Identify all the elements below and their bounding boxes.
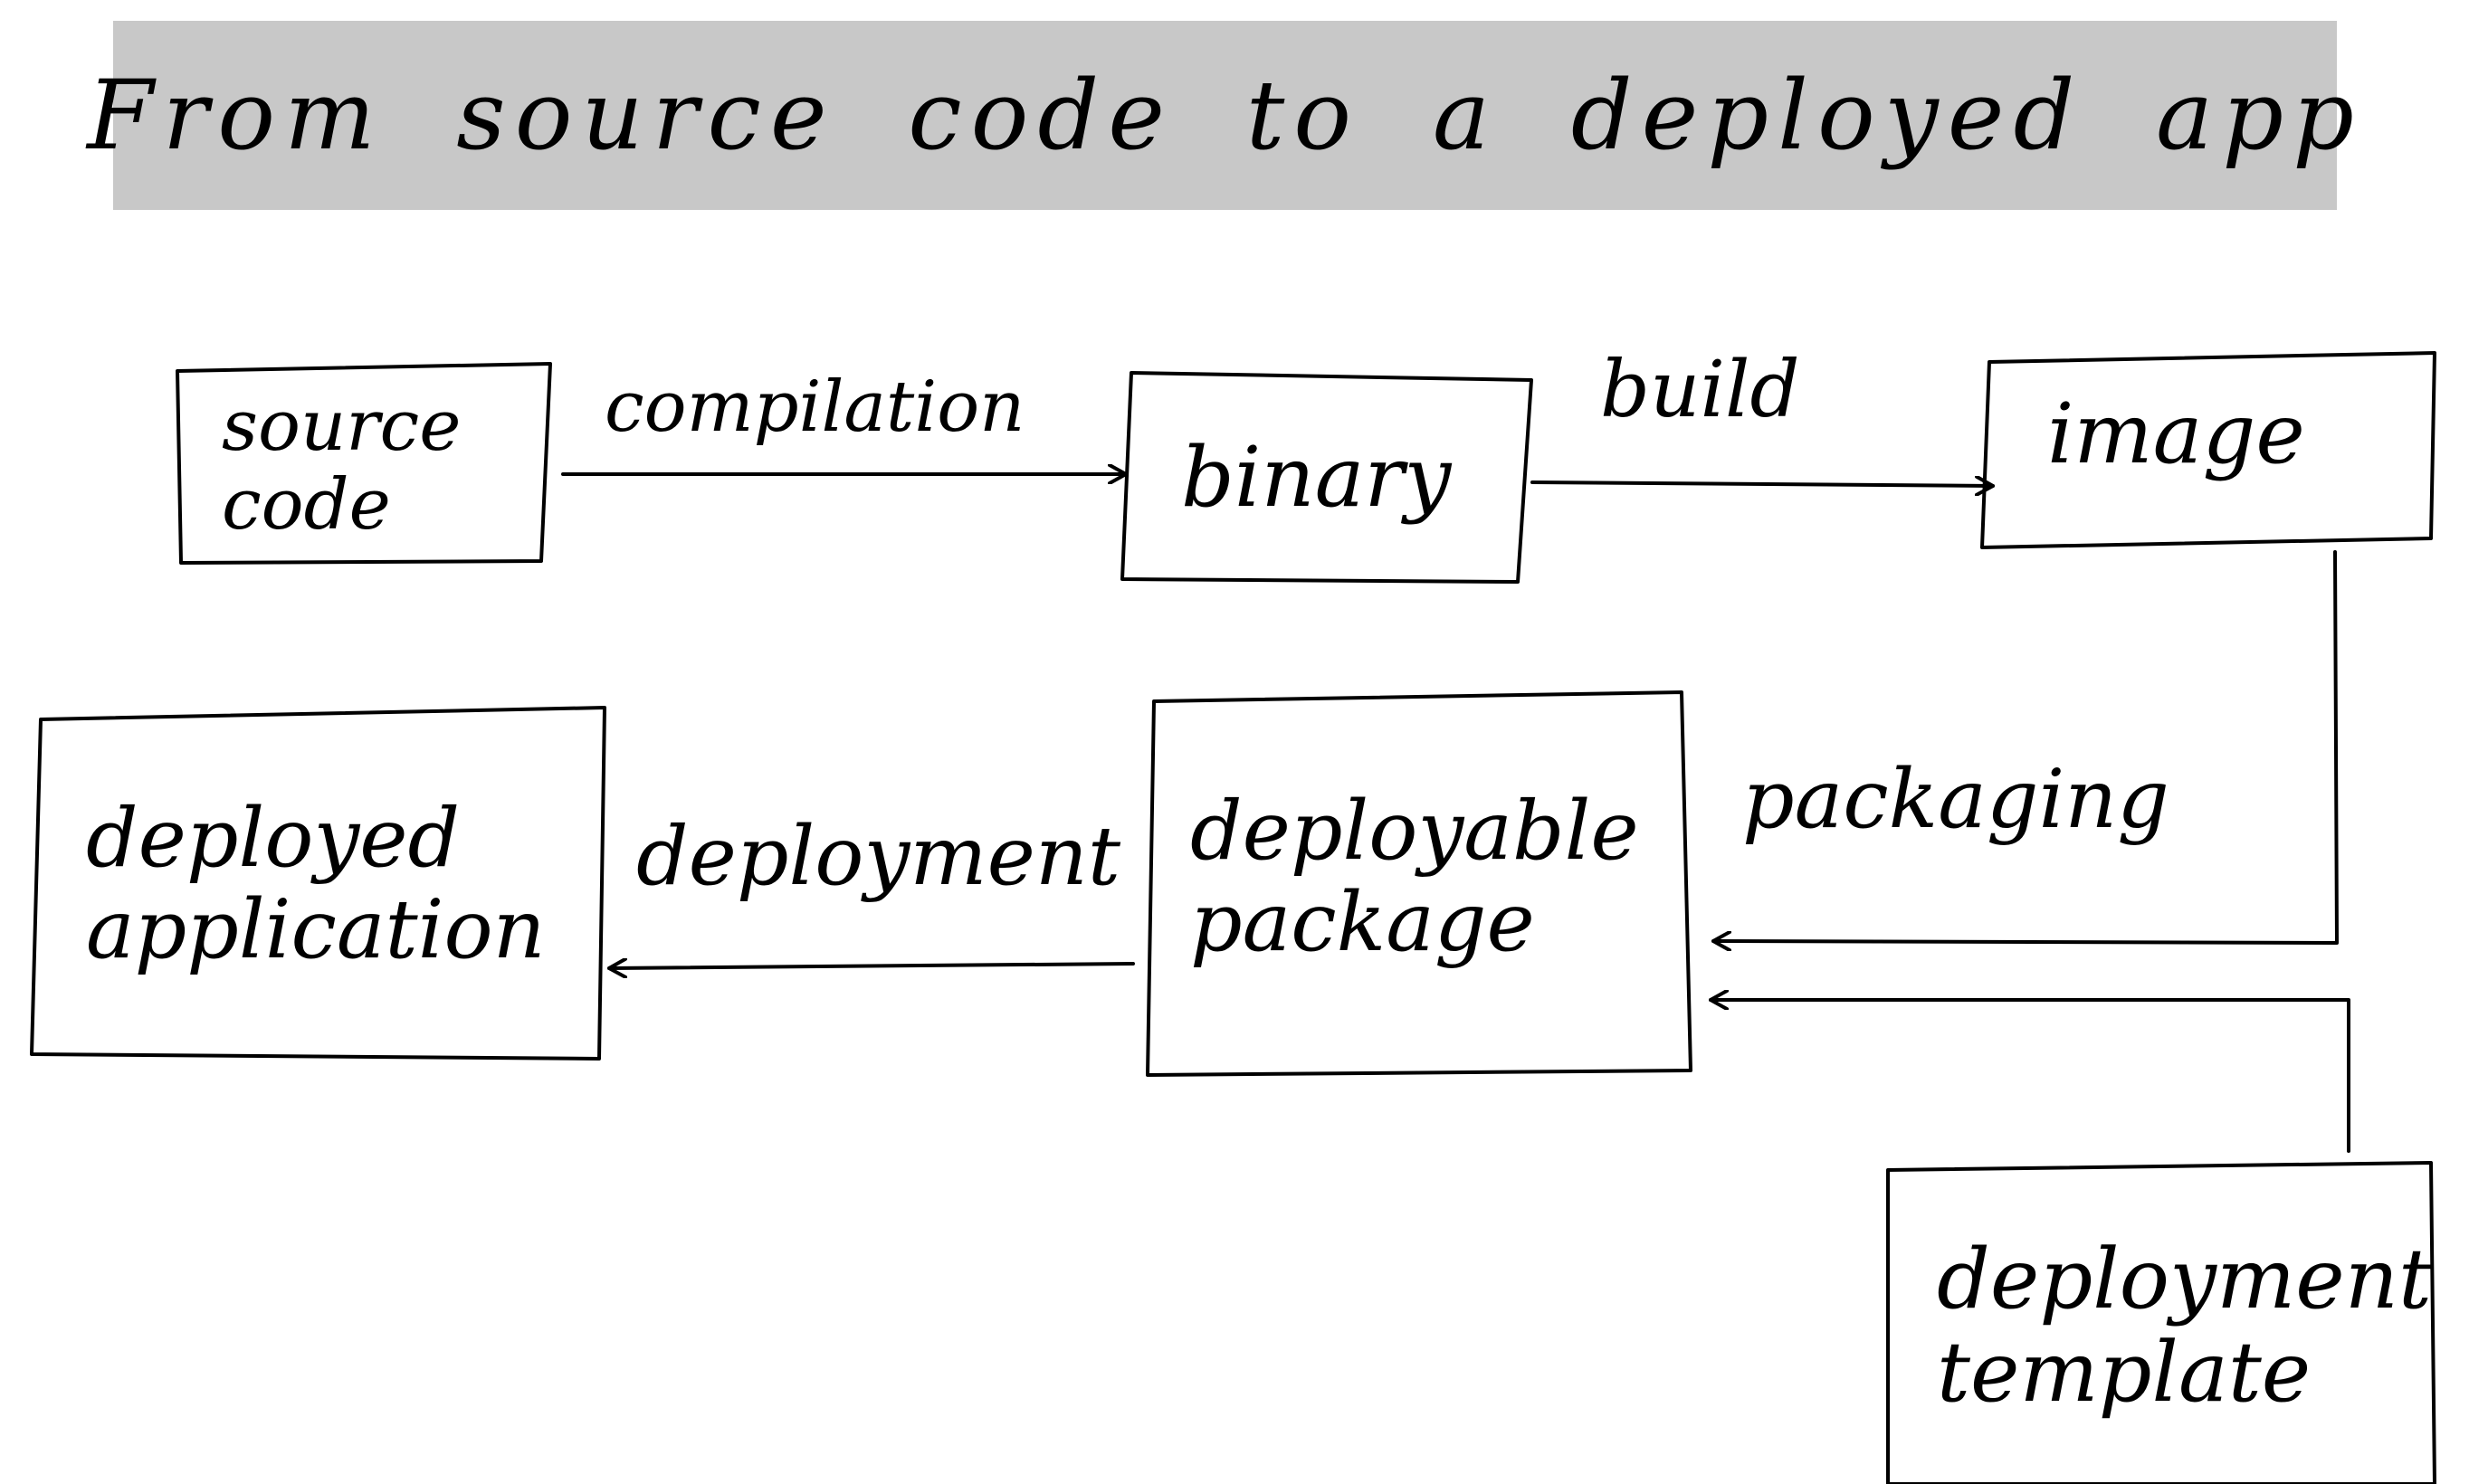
deployment-arrow bbox=[607, 964, 1135, 968]
deployable-package-line2: package bbox=[1190, 875, 1535, 970]
deployed-application-line2: application bbox=[86, 881, 546, 977]
source-code-line2: code bbox=[222, 464, 391, 546]
deployable-package-box bbox=[1146, 690, 1692, 1077]
deployable-package-line1: deployable bbox=[1190, 784, 1639, 880]
source-code-label: source code bbox=[222, 371, 461, 561]
deployed-application-label: deployed application bbox=[86, 719, 546, 1050]
binary-text: binary bbox=[1181, 428, 1452, 526]
source-code-line1: source bbox=[222, 385, 462, 467]
deployable-package-label: deployable package bbox=[1190, 706, 1639, 1050]
image-label: image bbox=[2047, 362, 2305, 507]
build-arrow bbox=[1530, 482, 1995, 486]
deployment-template-label: deployment template bbox=[1937, 1172, 2432, 1479]
deployed-application-box bbox=[30, 706, 606, 1061]
build-label: build bbox=[1600, 345, 1800, 435]
deployment-template-line2: template bbox=[1937, 1324, 2312, 1421]
deployed-application-line1: deployed bbox=[86, 790, 461, 886]
deployment-label: deployment bbox=[636, 809, 1121, 904]
image-text: image bbox=[2047, 385, 2305, 483]
packaging-label: packaging bbox=[1742, 752, 2169, 847]
source-code-box bbox=[176, 362, 552, 565]
deployment-template-box bbox=[1886, 1161, 2436, 1484]
compilation-label: compilation bbox=[605, 366, 1025, 448]
binary-box bbox=[1120, 371, 1533, 584]
packaging-arrow bbox=[1711, 550, 2339, 943]
diagram-title: From source code to a deployed app bbox=[87, 60, 2363, 171]
binary-label: binary bbox=[1181, 380, 1451, 575]
template-arrow bbox=[1709, 1000, 2350, 1153]
deployment-template-line1: deployment bbox=[1937, 1230, 2432, 1327]
title-band: From source code to a deployed app bbox=[87, 21, 2354, 210]
